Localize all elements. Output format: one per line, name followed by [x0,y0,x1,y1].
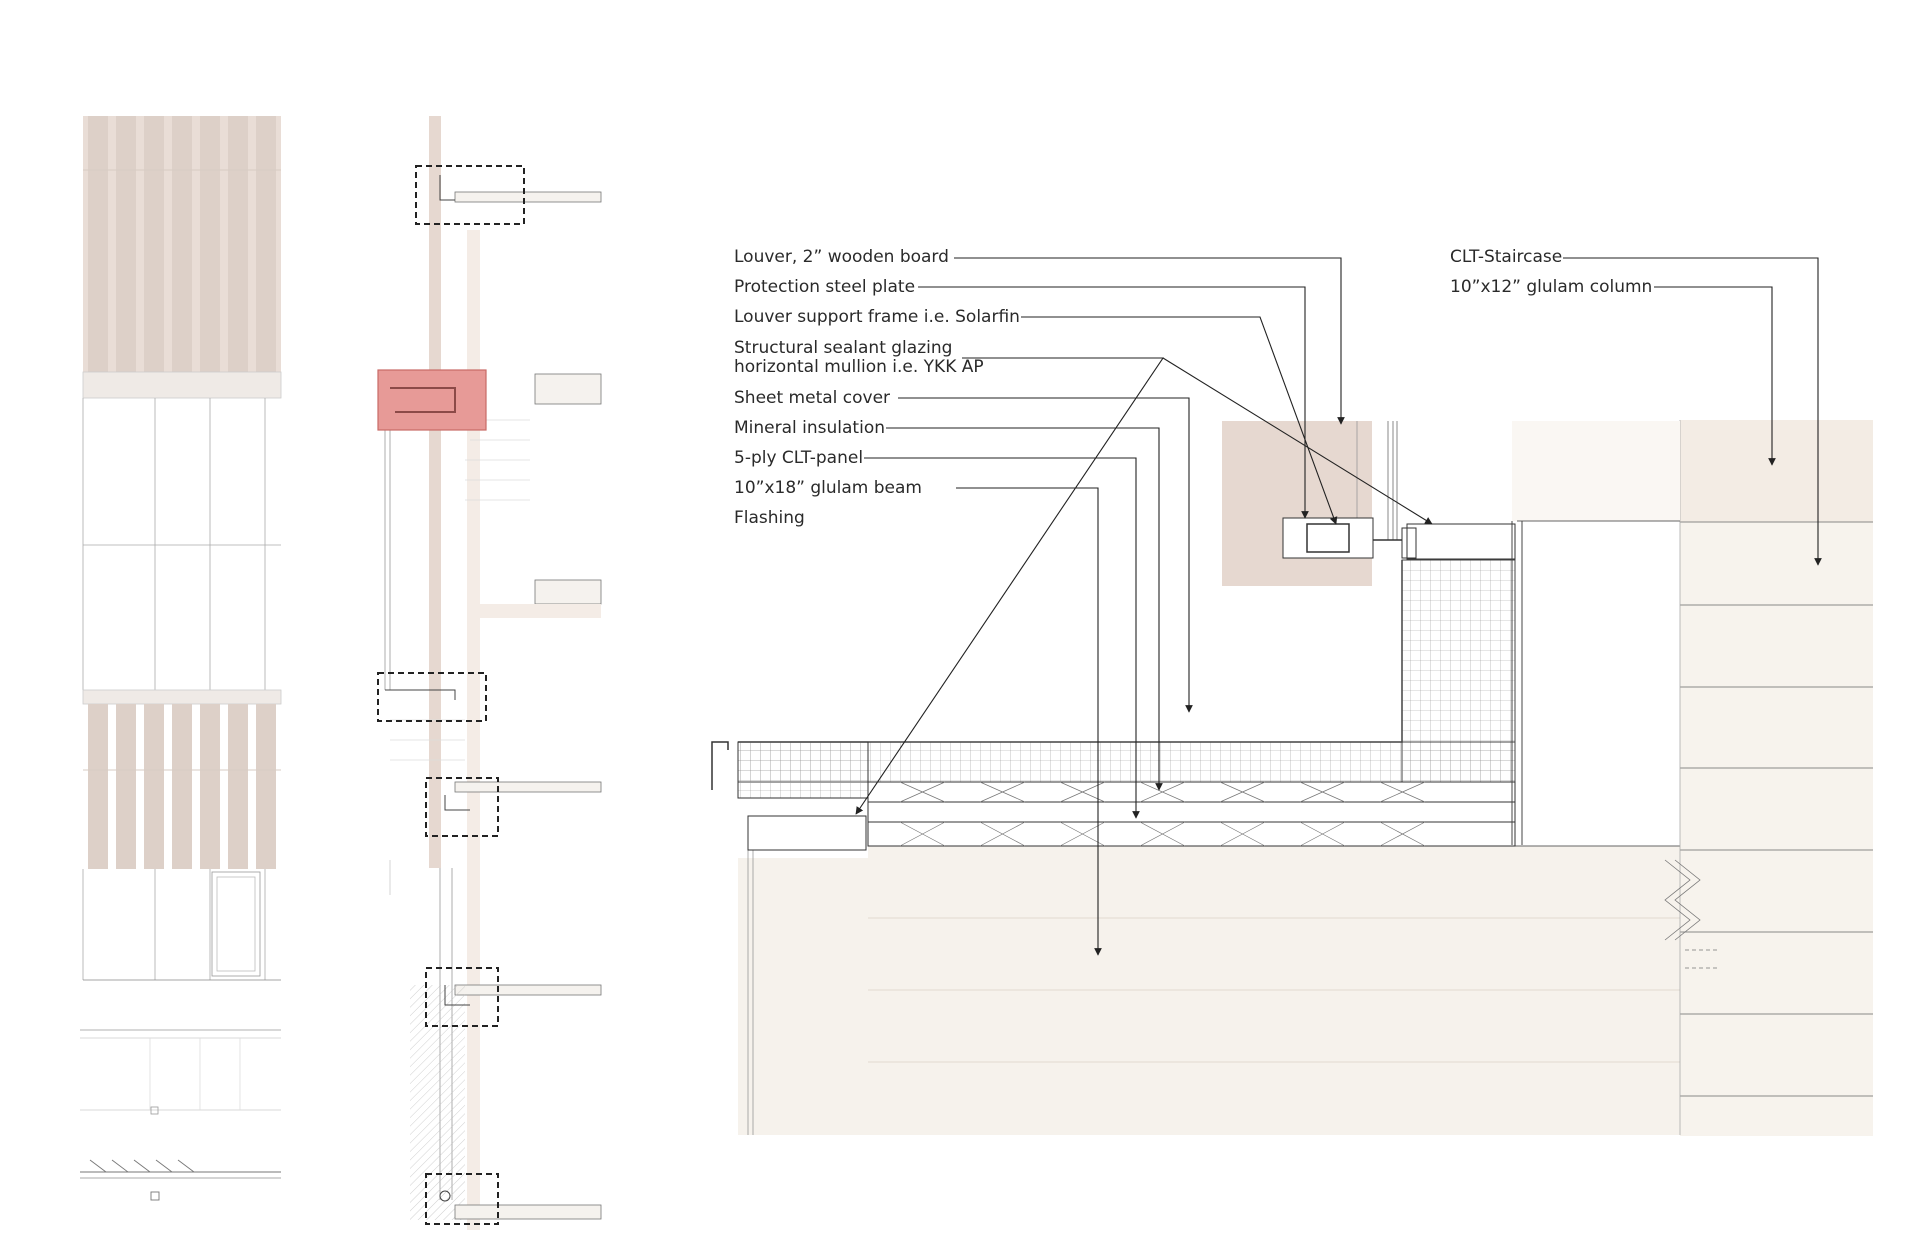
label-structural-sealant: Structural sealant glazing [734,338,953,358]
label-sheet-metal: Sheet metal cover [734,388,891,408]
label-louver: Louver, 2” wooden board [734,247,949,267]
facade-elevation [80,116,282,1201]
middle-louver-band [82,689,282,869]
label-flashing: Flashing [734,508,805,528]
label-clt-staircase: CLT-Staircase [1450,247,1563,267]
louver-board [1222,421,1372,586]
label-mineral-insulation: Mineral insulation [734,418,885,438]
wall-section [377,116,602,1230]
curtain-wall-glazing [82,398,281,690]
label-louver-support: Louver support frame i.e. Solarfin [734,307,1020,327]
plan-strip-upper [80,1029,281,1115]
ground-floor-glazing [82,869,281,981]
flashing [711,741,729,790]
label-glulam-beam: 10”x18” glulam beam [734,478,922,498]
stair-treads [390,419,530,761]
leader-lines [855,257,1822,956]
label-glulam-column: 10”x12” glulam column [1450,277,1653,297]
label-horizontal-mullion: horizontal mullion i.e. YKK AP [734,357,984,377]
highlighted-detail-box [377,369,487,431]
clt-staircase [1679,420,1873,1136]
label-clt-panel: 5-ply CLT-panel [734,448,864,468]
detail-callout-boxes [377,165,525,1225]
enlarged-detail [711,420,1873,1136]
upper-louver-band [82,116,282,399]
label-protection-plate: Protection steel plate [734,277,916,297]
plan-strip-lower [80,1159,281,1201]
clt-panel [867,781,1516,847]
glulam-beam [868,845,1680,1135]
